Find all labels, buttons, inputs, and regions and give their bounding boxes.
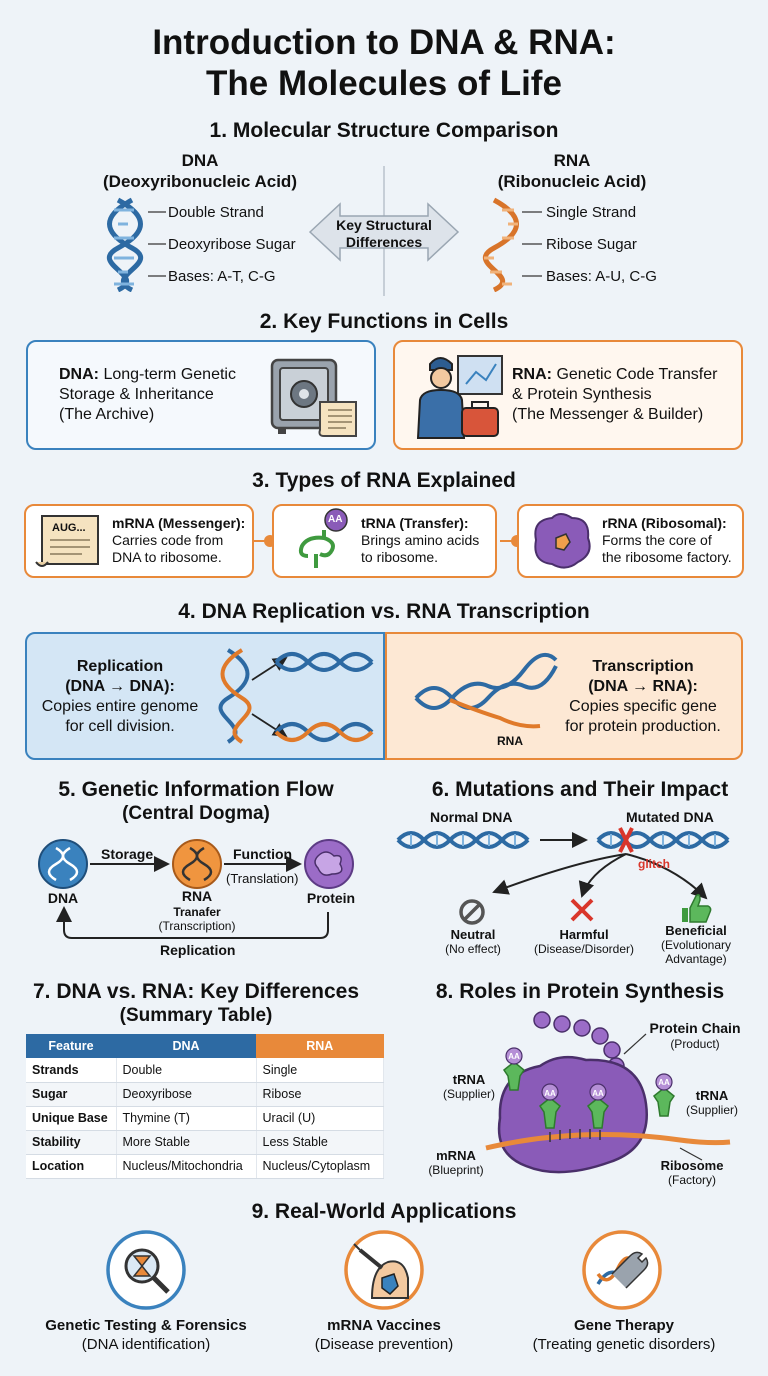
transcription-panel: [385, 632, 743, 760]
rna-strand-icon: [483, 197, 542, 292]
section-7-heading: 7. DNA vs. RNA: Key Differences (Summary…: [33, 980, 359, 1026]
dna-feature: Deoxyribose Sugar: [168, 236, 296, 253]
trna-right-label: tRNA (Supplier): [685, 1088, 739, 1117]
col-header: DNA: [116, 1034, 256, 1058]
scroll-text: AUG...: [52, 522, 86, 534]
app-gene-therapy: Gene Therapy (Treating genetic disorders…: [532, 1317, 716, 1353]
double-arrow-icon: [308, 166, 460, 296]
transcription-diagram: [414, 652, 558, 729]
ribosome-label: Ribosome (Factory): [660, 1158, 724, 1187]
col-header: Feature: [26, 1034, 116, 1058]
dna-feature: Bases: A-T, C-G: [168, 268, 276, 285]
outcome-neutral: Neutral (No effect): [445, 927, 501, 957]
function-label: Function: [233, 846, 293, 862]
protein-chain-label: Protein Chain (Product): [649, 1020, 741, 1051]
dogma-rna-label: RNA Tranafer (Transcription): [158, 888, 236, 933]
dogma-dna-label: DNA: [47, 890, 79, 906]
storage-label: Storage: [101, 846, 154, 862]
trna-aa-badge: AA: [328, 514, 343, 525]
dna-helix-icon: [107, 197, 166, 292]
section-9-heading: 9. Real-World Applications: [251, 1200, 517, 1223]
rna-feature: Bases: A-U, C-G: [546, 268, 657, 285]
outcome-harmful: Harmful (Disease/Disorder): [533, 927, 635, 957]
app-mrna-vaccines: mRNA Vaccines (Disease prevention): [314, 1317, 454, 1353]
arrow-label: Key Structural Differences: [336, 217, 432, 250]
section-3-heading: 3. Types of RNA Explained: [252, 469, 516, 492]
vaccine-icon: [344, 1230, 424, 1310]
mrna-text: mRNA (Messenger): Carries code from DNA …: [112, 515, 246, 565]
section-1-heading: 1. Molecular Structure Comparison: [209, 119, 559, 142]
dna-function-text: DNA: Long-term Genetic Storage & Inherit…: [59, 366, 236, 423]
section-6-heading: 6. Mutations and Their Impact: [431, 778, 729, 801]
replication-label: Replication: [160, 942, 236, 958]
rna-feature: Single Strand: [546, 204, 637, 221]
transcription-text: Transcription (DNA → RNA): Copies specif…: [565, 658, 721, 735]
trna-icon: [298, 508, 348, 568]
dna-feature: Double Strand: [168, 204, 264, 221]
table-header-row: Feature DNA RNA: [26, 1034, 384, 1058]
mutation-diagram: [396, 827, 730, 925]
outcome-beneficial: Beneficial (Evolutionary Advantage): [660, 923, 732, 967]
rna-name-block: RNA (Ribonucleic Acid): [460, 150, 684, 192]
section-8-heading: 8. Roles in Protein Synthesis: [435, 980, 725, 1003]
translation-label: (Translation): [226, 871, 299, 886]
dna-name: DNA: [181, 151, 219, 170]
mutated-dna-label: Mutated DNA: [626, 809, 714, 825]
rna-function-text: RNA: Genetic Code Transfer & Protein Syn…: [512, 366, 718, 423]
col-header: RNA: [256, 1034, 384, 1058]
app-forensics: Genetic Testing & Forensics (DNA identif…: [45, 1317, 247, 1353]
page-title: Introduction to DNA & RNA: The Molecules…: [152, 23, 616, 103]
section-5-heading: 5. Genetic Information Flow (Central Dog…: [58, 778, 334, 824]
dogma-protein-label: Protein: [306, 890, 356, 906]
ribosome-icon: [534, 513, 591, 569]
scroll-icon: [35, 515, 99, 567]
rna-strand-label: RNA: [497, 734, 523, 748]
dna-full-name: (Deoxyribonucleic Acid): [103, 172, 297, 191]
replication-diagram: [218, 648, 374, 744]
section-2-heading: 2. Key Functions in Cells: [259, 310, 509, 333]
rna-name: RNA: [553, 151, 591, 170]
messenger-worker-icon: [416, 355, 503, 439]
section-4-heading: 4. DNA Replication vs. RNA Transcription: [178, 600, 590, 623]
rna-full-name: (Ribonucleic Acid): [497, 172, 647, 191]
rna-feature: Ribose Sugar: [546, 236, 637, 253]
dna-name-block: DNA (Deoxyribonucleic Acid): [80, 150, 320, 192]
safe-icon: [270, 358, 357, 437]
trna-text: tRNA (Transfer): Brings amino acids to r…: [361, 515, 480, 565]
replication-text: Replication (DNA → DNA): Copies entire g…: [41, 658, 199, 735]
gene-therapy-icon: [582, 1230, 662, 1310]
glitch-label: glitch: [638, 857, 670, 871]
trna-left-label: tRNA (Supplier): [442, 1072, 496, 1101]
mrna-label: mRNA (Blueprint): [428, 1148, 484, 1177]
rrna-text: rRNA (Ribosomal): Forms the core of the …: [602, 515, 732, 565]
normal-dna-label: Normal DNA: [430, 809, 513, 825]
forensics-icon: [106, 1230, 186, 1310]
protein-synthesis-diagram: [485, 1011, 731, 1174]
central-dogma-diagram: [38, 839, 354, 939]
